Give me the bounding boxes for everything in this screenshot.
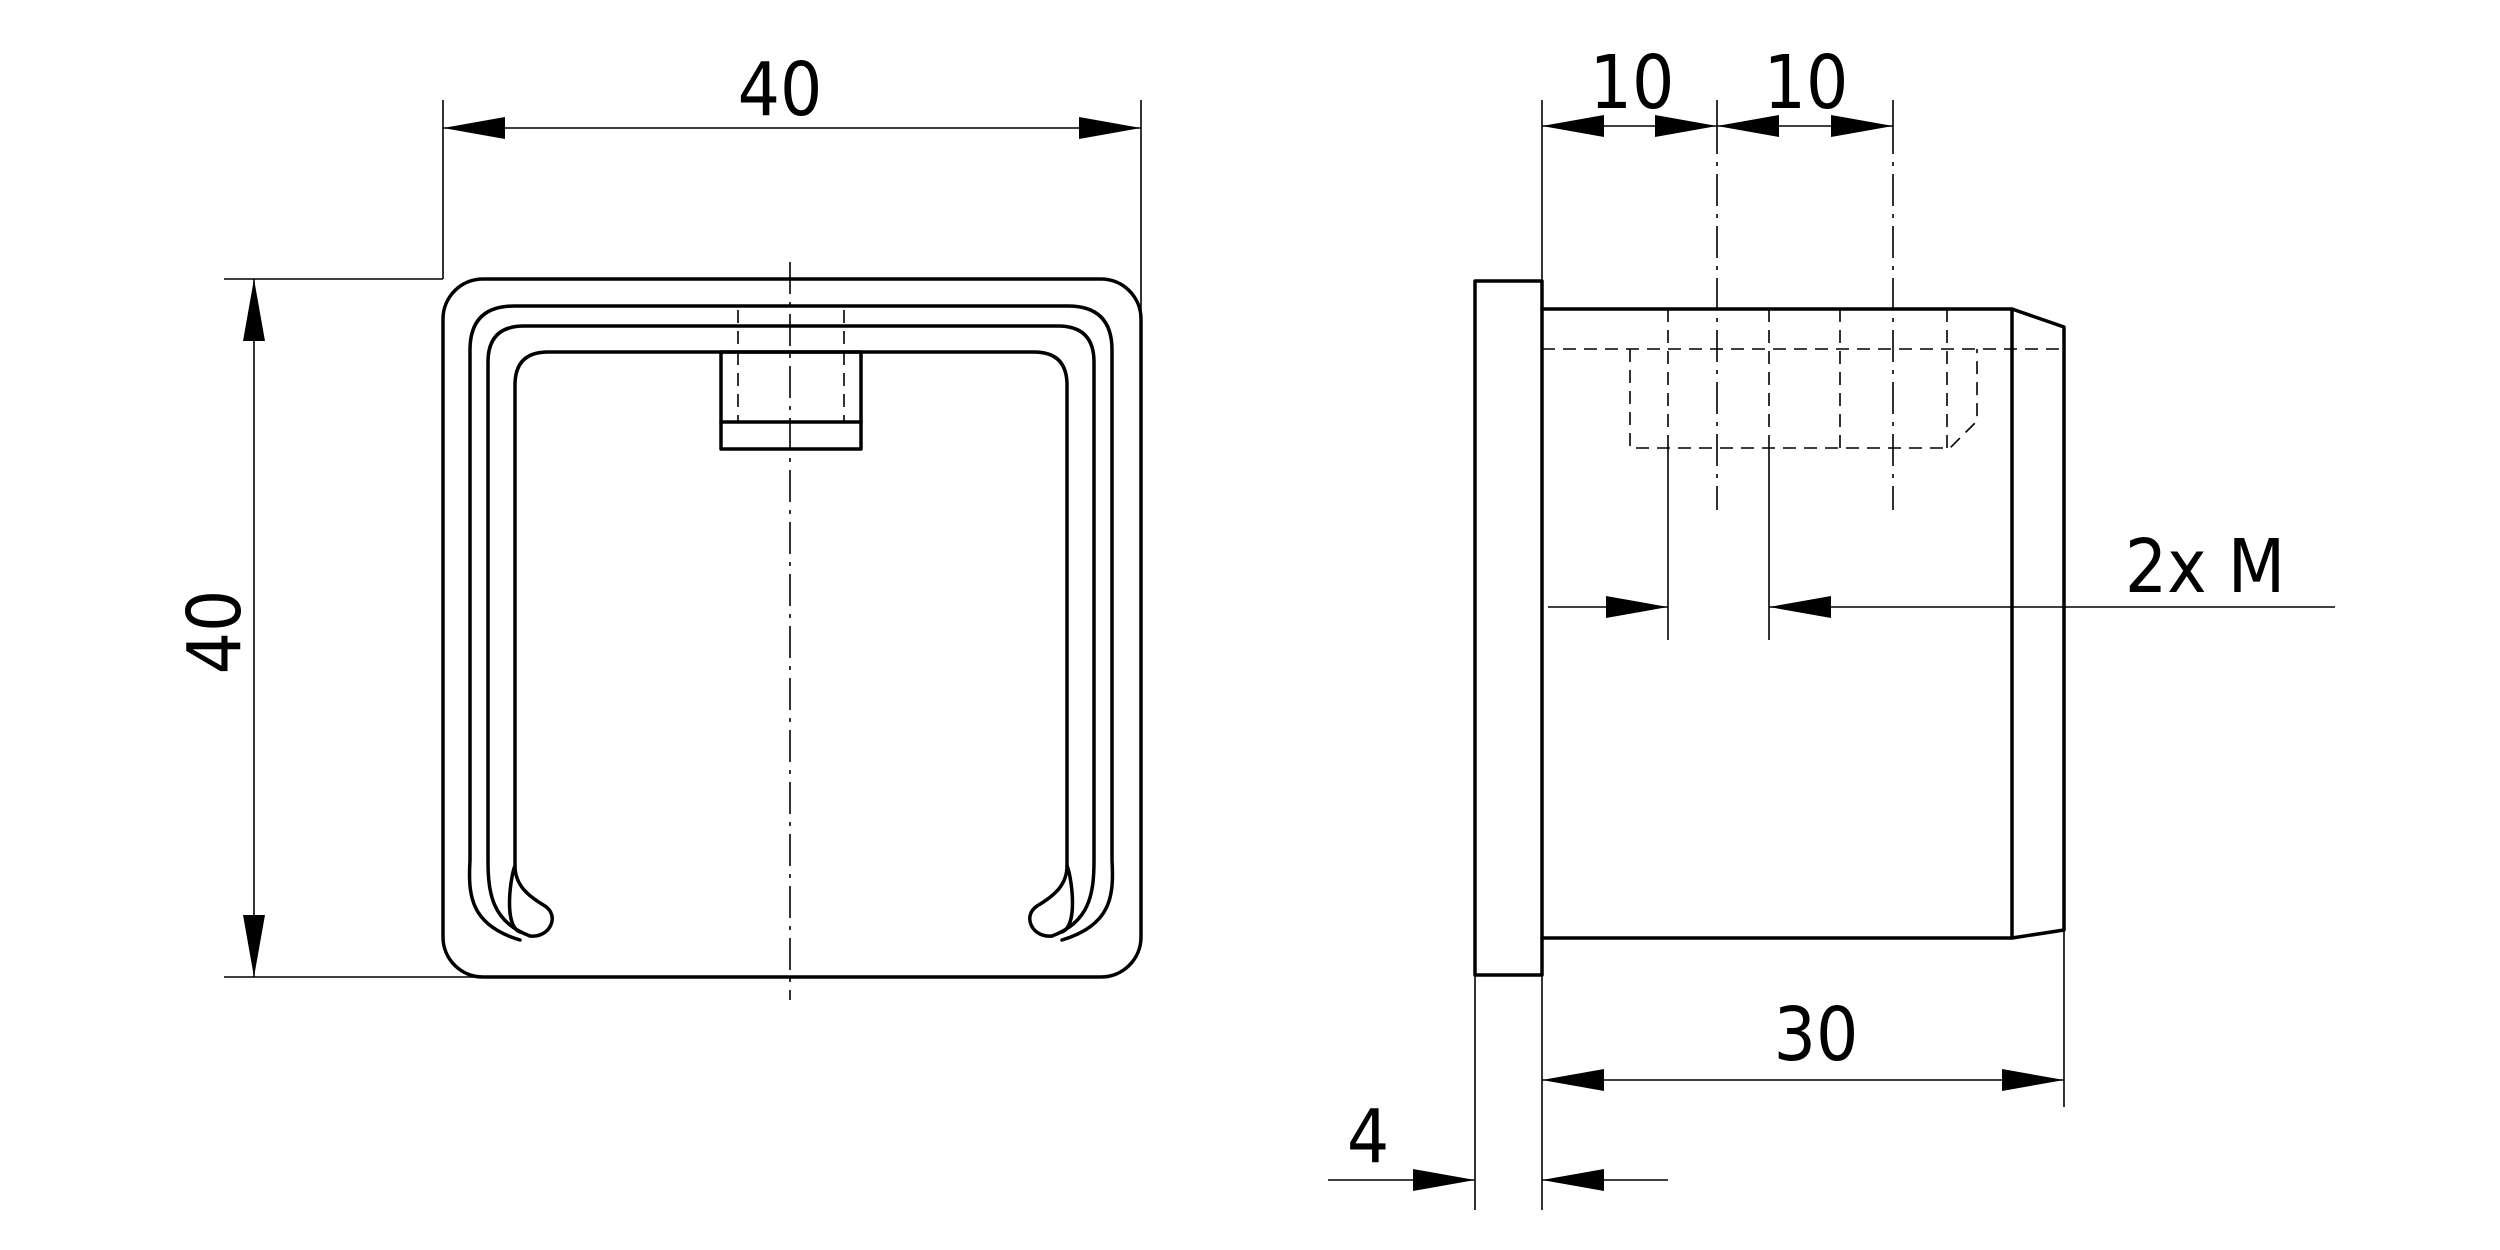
flange-arrow-left xyxy=(1413,1169,1475,1191)
length-arrow-right xyxy=(2002,1069,2064,1091)
spacing-2-arrow-left xyxy=(1717,115,1779,137)
spacing-1-arrow-right xyxy=(1655,115,1717,137)
thread-arrow-left xyxy=(1606,596,1668,618)
nut-insert xyxy=(719,350,863,451)
u-profile-right-lip xyxy=(1028,864,1069,938)
spacing-2-arrow-right xyxy=(1831,115,1893,137)
u-profile-left-lip xyxy=(513,864,554,938)
hidden-nut-outline xyxy=(1629,349,1978,449)
spacing-1-arrow-left xyxy=(1542,115,1604,137)
height-arrow-bottom xyxy=(243,915,265,977)
body-length-label: 30 xyxy=(1774,992,1859,1078)
hole-spacing-1-label: 10 xyxy=(1590,40,1675,126)
length-arrow-left xyxy=(1542,1069,1604,1091)
u-profile-middle xyxy=(486,324,1096,938)
front-view: 40 40 xyxy=(172,47,1143,1000)
front-outer-plate xyxy=(441,277,1143,979)
height-dim-label: 40 xyxy=(172,590,258,675)
u-profile-outer xyxy=(467,304,1115,942)
height-arrow-top xyxy=(243,279,265,341)
thread-arrow-right xyxy=(1769,596,1831,618)
width-dim-label: 40 xyxy=(738,47,823,133)
flange-arrow-right xyxy=(1542,1169,1604,1191)
width-arrow-right xyxy=(1079,117,1141,139)
width-arrow-left xyxy=(443,117,505,139)
hole-spacing-2-label: 10 xyxy=(1764,40,1849,126)
u-profile-inner xyxy=(507,350,1075,934)
flange xyxy=(1473,279,1544,977)
flange-thickness-label: 4 xyxy=(1347,1094,1389,1180)
side-view: 10 10 2x M 30 4 xyxy=(1328,40,2335,1210)
thread-label: 2x M xyxy=(2125,524,2285,610)
plug-body xyxy=(1540,307,2066,940)
